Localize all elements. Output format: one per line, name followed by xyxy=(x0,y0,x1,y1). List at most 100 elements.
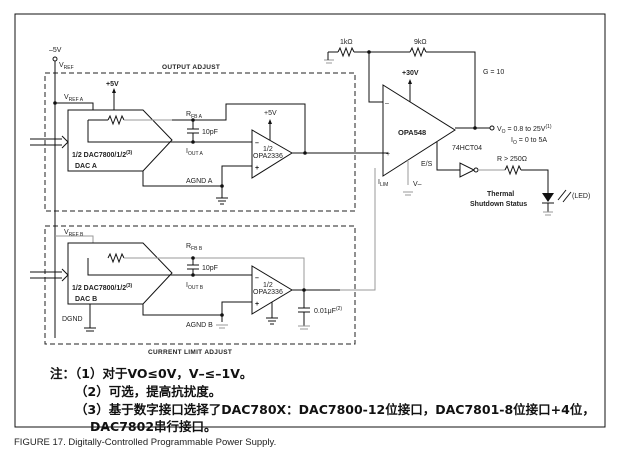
bus-arrow-icon xyxy=(61,135,69,149)
vminus-label: V– xyxy=(413,181,422,188)
output-adjust-label: OUTPUT ADJUST xyxy=(162,64,220,71)
es-label: E/S xyxy=(421,161,433,168)
vref-b-wire xyxy=(55,235,94,243)
ilim-label: ILIM xyxy=(378,179,388,188)
arrow-up-icon xyxy=(112,88,116,93)
note-1: 注：（1）对于VO≤0V，V–≤–1V。 xyxy=(50,366,253,381)
ground-icon xyxy=(266,317,278,325)
dgnd-label: DGND xyxy=(62,316,83,323)
note-3: （3）基于数字接口选择了DAC780X：DAC7800-12位接口，DAC780… xyxy=(75,402,595,417)
ground-icon xyxy=(298,325,310,330)
agnd-a-label: AGND A xyxy=(186,178,213,185)
filter-cap-value: 0.01μF(2) xyxy=(314,306,342,315)
junction xyxy=(220,313,224,317)
io-label: IO = 0 to 5A xyxy=(511,137,547,146)
status-wire xyxy=(521,169,549,193)
note-3-cont: DAC7802串行接口。 xyxy=(90,419,217,434)
dac-a-iout-line xyxy=(87,120,172,143)
opamp-b-half: 1/2 xyxy=(263,282,273,289)
rfb-b-label: RFB B xyxy=(186,243,203,252)
inverter-icon xyxy=(459,162,476,178)
opamp-a-half: 1/2 xyxy=(263,146,273,153)
dac-b-part: 1/2 DAC7800/1/2(3) xyxy=(72,283,133,292)
thermal-subtitle: Shutdown Status xyxy=(470,201,527,208)
figure-frame xyxy=(14,13,606,428)
ground-icon xyxy=(216,324,228,329)
opamp-a-pos5v: +5V xyxy=(264,110,277,117)
rfb-a-label: RFB A xyxy=(186,111,203,120)
figure-caption: FIGURE 17. Digitally-Controlled Programm… xyxy=(14,437,277,448)
current-limit-box xyxy=(44,225,356,345)
inverter-label: 74HCT04 xyxy=(452,145,482,152)
resistor-icon xyxy=(409,46,427,58)
arrow-up-icon xyxy=(268,119,272,124)
resistor-icon xyxy=(107,114,125,126)
arrow-up-icon xyxy=(408,79,412,84)
dac-b-vref-label: VREF B xyxy=(64,229,84,238)
feedback-a-wire xyxy=(172,103,306,153)
minus-sign: – xyxy=(385,100,389,107)
opamp-b-plus-wire xyxy=(221,301,252,322)
cap-b-value: 10pF xyxy=(202,265,218,272)
output-terminal xyxy=(489,125,495,131)
iout-a-label: IOUT A xyxy=(186,148,204,157)
minus-sign: – xyxy=(255,275,259,282)
es-wire xyxy=(436,142,460,171)
plus-sign: + xyxy=(255,165,259,172)
ground-icon xyxy=(324,59,334,64)
agnd-a-wire xyxy=(142,171,222,187)
dac-b-block xyxy=(67,242,173,305)
note-2: （2）可选，提高抗扰度。 xyxy=(75,384,222,399)
led-label: (LED) xyxy=(572,193,590,200)
resistor-icon xyxy=(504,164,522,176)
plus-sign: + xyxy=(255,301,259,308)
dac-a-block xyxy=(67,109,173,172)
current-limit-label: CURRENT LIMIT ADJUST xyxy=(148,349,232,356)
opamp-a-symbol xyxy=(251,129,293,179)
ground-icon xyxy=(543,211,553,216)
junction xyxy=(473,126,477,130)
opamp-b-part: OPA2336 xyxy=(253,289,283,296)
gain-label: G = 10 xyxy=(483,69,504,76)
opa548-symbol xyxy=(382,84,456,177)
plus-sign: + xyxy=(386,151,390,158)
dac-a-vref-label: VREF A xyxy=(64,94,84,103)
dac-b-name: DAC B xyxy=(75,296,97,303)
vo-label: VO = 0.8 to 25V(1) xyxy=(497,124,552,135)
r2-label: 9kΩ xyxy=(414,39,427,46)
ground-icon xyxy=(403,191,413,196)
output-adjust-box xyxy=(44,72,356,212)
resistor-icon xyxy=(337,46,355,58)
bus-arrow-icon xyxy=(61,268,69,282)
ground-icon xyxy=(84,327,96,332)
vref-a-wire xyxy=(55,102,94,110)
led-icon xyxy=(542,189,572,204)
minus-sign: – xyxy=(255,140,259,147)
dac-b-iout-line xyxy=(87,258,172,276)
feedback-b-wire xyxy=(124,257,305,290)
inverter-bubble xyxy=(473,167,479,173)
dac-a-name: DAC A xyxy=(75,163,97,170)
ground-icon xyxy=(216,197,228,205)
ilim-wire xyxy=(340,168,376,291)
r1-label: 1kΩ xyxy=(340,39,353,46)
vref-label: VREF xyxy=(59,62,74,71)
iout-b-label: IOUT B xyxy=(186,282,204,291)
opamp-a-part: OPA2336 xyxy=(253,153,283,160)
junction xyxy=(303,151,307,155)
cap-a-value: 10pF xyxy=(202,129,218,136)
vref-terminal xyxy=(52,56,58,62)
agnd-b-wire xyxy=(142,304,222,316)
pos30v-label: +30V xyxy=(402,70,419,77)
thermal-title: Thermal xyxy=(487,191,514,198)
feedback-wire xyxy=(426,51,476,128)
status-resistor-label: R > 250Ω xyxy=(497,156,527,163)
neg5v-label: –5V xyxy=(49,47,62,54)
inverting-input-wire xyxy=(368,52,383,103)
agnd-b-label: AGND B xyxy=(186,322,213,329)
resistor-icon xyxy=(107,252,125,264)
opa548-part: OPA548 xyxy=(398,128,426,137)
opamp-a-plus-wire xyxy=(221,165,252,186)
dac-a-pos5v: +5V xyxy=(106,81,119,88)
